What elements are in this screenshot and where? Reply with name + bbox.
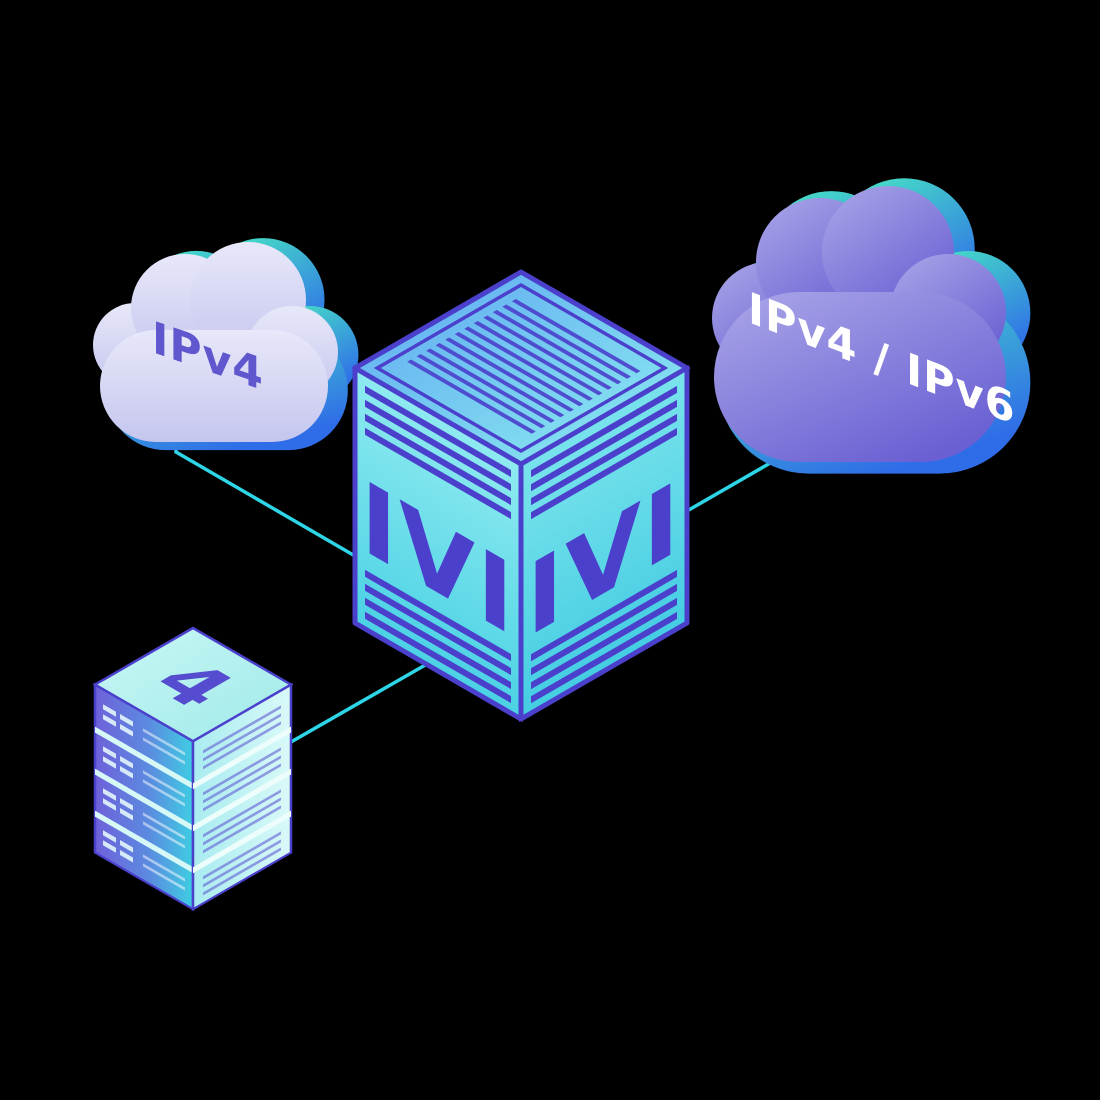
stack-left-vents [103, 704, 185, 891]
stack-right-rims [193, 726, 291, 874]
dual-stack-cloud: IPv4 / IPv6 [712, 178, 1031, 474]
stack-left-rims [95, 726, 193, 874]
ivi-box-edges [352, 269, 690, 722]
left-face-stripes [365, 385, 511, 704]
ivi-box: IVI IVI [351, 269, 691, 723]
cloud-body [712, 186, 1006, 462]
stack-top-face: 4 [92, 626, 294, 743]
ivi-box-left-face: IVI [353, 364, 523, 722]
line-server-to-ivi [290, 662, 428, 744]
stack-left-face [93, 682, 195, 912]
top-face-vent-stripes [407, 299, 641, 434]
stack-right-lines [203, 705, 281, 896]
ipv4-server-stack: 4 [92, 626, 294, 912]
ivi-box-right-face: IVI [519, 365, 689, 723]
ipv4-cloud: IPv4 [93, 238, 359, 451]
right-face-stripes [531, 385, 677, 704]
stack-right-face [191, 682, 293, 912]
cloud-body [93, 242, 338, 442]
